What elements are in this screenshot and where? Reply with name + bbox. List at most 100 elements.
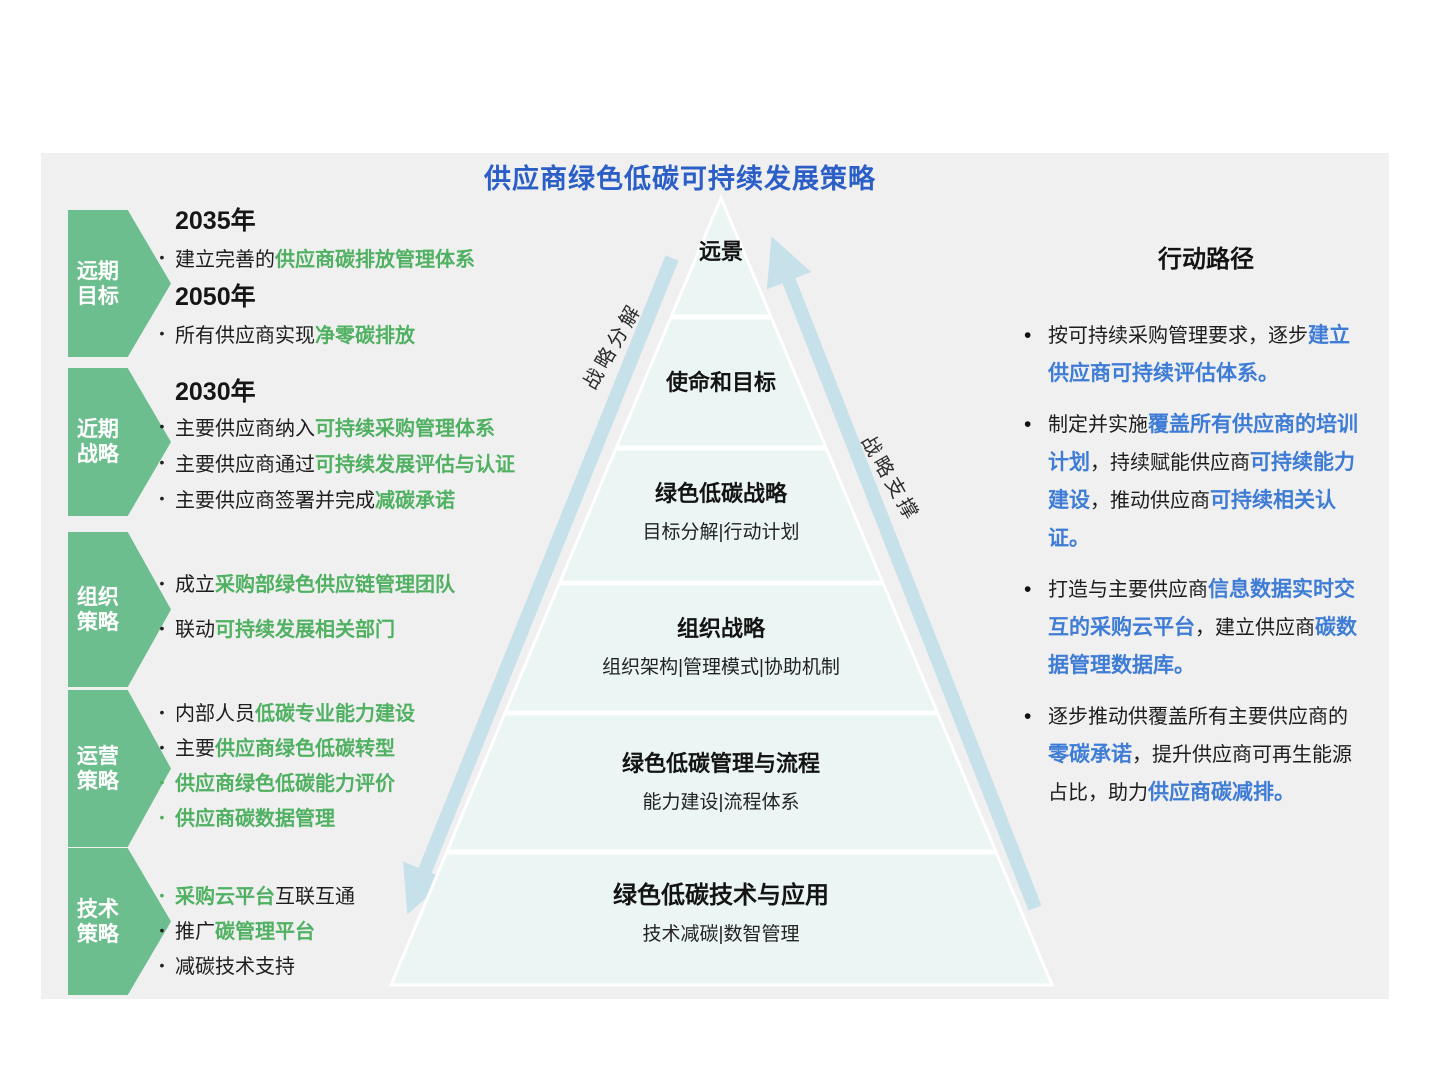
- text-segment: 碳管理平台: [215, 921, 315, 943]
- bullet-icon: •: [159, 886, 165, 903]
- text-segment: 供应商碳数据管理: [175, 808, 335, 830]
- stage-label-line: 组织: [76, 585, 119, 609]
- text-segment: 可持续能力建设: [1048, 451, 1355, 512]
- stage-label-line: 近期: [76, 418, 119, 441]
- stage-label: 近期 战略: [68, 417, 128, 467]
- text-segment: 按可持续采购管理要求，逐步: [1048, 325, 1308, 347]
- text-segment: 净零碳排放: [315, 324, 415, 347]
- pyramid-level-management: 绿色低碳管理与流程 能力建设|流程体系: [501, 749, 941, 816]
- text-segment: 推广: [175, 921, 215, 943]
- year-heading: 2050年: [175, 283, 256, 311]
- bullet-icon: •: [159, 249, 165, 265]
- text-segment: 逐步推动供覆盖所有主要供应商的: [1048, 706, 1348, 728]
- bullet-icon: •: [159, 619, 165, 636]
- text-segment: ，提升供应商可再生能源占比，助力: [1048, 744, 1352, 804]
- text-segment: 所有供应商实现: [175, 324, 315, 347]
- text-segment: 采购云平台: [175, 886, 275, 908]
- bullet-icon: •: [159, 454, 165, 470]
- pyramid-level-title: 绿色低碳管理与流程: [621, 751, 820, 776]
- text-segment: 采购部绿色供应链管理团队: [215, 574, 455, 596]
- strategy-decompose-arrow: [403, 255, 679, 915]
- pyramid-level-vision: 远景: [501, 237, 941, 267]
- stage-label-line: 策略: [76, 769, 119, 793]
- stage-items-technology: • 采购云平台互联互通 •推广碳管理平台 • 减碳技术支持: [149, 877, 579, 982]
- stage-label: 远期 目标: [68, 259, 128, 309]
- text-segment: 主要: [175, 738, 215, 760]
- list-item: • 主要供应商纳入可持续采购管理体系: [149, 408, 579, 444]
- pyramid-level-title: 远景: [698, 239, 743, 264]
- list-item: • 所有供应商实现净零碳排放: [149, 314, 579, 352]
- pyramid-level-title: 绿色低碳战略: [654, 481, 787, 506]
- text-segment: 可持续相关认证。: [1048, 489, 1336, 550]
- stage-label: 技术 策略: [68, 897, 128, 947]
- text-segment: 主要供应商签署并完成: [175, 489, 375, 512]
- text-segment: 供应商绿色低碳能力评价: [175, 773, 395, 795]
- text-segment: ，持续赋能供应商: [1090, 452, 1250, 474]
- text-segment: 主要供应商纳入: [175, 417, 315, 440]
- text-segment: 供应商绿色低碳转型: [215, 738, 395, 760]
- stage-items-near-term: 2030年•主要供应商纳入可持续采购管理体系•主要供应商通过可持续发展评估与认证…: [149, 372, 579, 516]
- bullet-icon: •: [159, 738, 165, 755]
- stage-items-organization: •成立采购部绿色供应链管理团队•联动可持续发展相关部门: [149, 560, 579, 650]
- pyramid-triangle: [388, 194, 1055, 987]
- text-segment: 覆盖所有供应商的培训计划: [1048, 413, 1358, 474]
- text-segment: 主要供应商通过: [175, 453, 315, 476]
- text-segment: 互联互通: [275, 886, 355, 908]
- pyramid-graphic: [388, 194, 1055, 987]
- list-item: •推广碳管理平台: [149, 912, 579, 947]
- text-segment: ，推动供应商: [1090, 490, 1210, 512]
- strategy-support-arrow: [766, 236, 1042, 911]
- text-segment: 零碳承诺: [1048, 743, 1132, 766]
- list-item: •内部人员低碳专业能力建设: [149, 694, 579, 729]
- list-item: • 供应商绿色低碳能力评价: [149, 764, 579, 799]
- text-segment: 可持续采购管理体系: [315, 417, 495, 440]
- pyramid-level-title: 组织战略: [676, 616, 765, 641]
- action-path-title: 行动路径: [1158, 246, 1254, 273]
- stage-label-line: 运营: [76, 744, 119, 768]
- text-segment: 成立: [175, 574, 215, 596]
- bullet-icon: •: [159, 325, 165, 341]
- text-segment: 打造与主要供应商: [1048, 579, 1208, 601]
- bullet-icon: •: [159, 418, 165, 434]
- bullet-icon: •: [159, 956, 165, 973]
- text-segment: 减碳技术支持: [175, 956, 295, 978]
- action-list-item: 按可持续采购管理要求，逐步建立供应商可持续评估体系。: [1022, 317, 1367, 393]
- pyramid-level-title: 绿色低碳技术与应用: [613, 882, 829, 909]
- pyramid-level-subtitle: 技术减碳|数智管理: [642, 924, 800, 945]
- list-item: • 采购云平台互联互通: [149, 877, 579, 912]
- action-path-list: 按可持续采购管理要求，逐步建立供应商可持续评估体系。制定并实施覆盖所有供应商的培…: [1022, 317, 1367, 825]
- bullet-icon: •: [159, 773, 165, 790]
- stage-label-line: 技术: [76, 897, 119, 921]
- text-segment: 建立供应商可持续评估体系。: [1048, 324, 1350, 385]
- list-item: • 主要供应商绿色低碳转型: [149, 729, 579, 764]
- pyramid-level-strategy: 绿色低碳战略 目标分解|行动计划: [501, 479, 941, 546]
- pyramid-level-subtitle: 目标分解|行动计划: [642, 522, 800, 543]
- text-segment: 内部人员: [175, 703, 255, 725]
- action-list-item: 打造与主要供应商信息数据实时交互的采购云平台，建立供应商碳数据管理数据库。: [1022, 571, 1367, 685]
- list-item: • 建立完善的供应商碳排放管理体系: [149, 238, 579, 276]
- text-segment: 供应商碳减排。: [1148, 781, 1295, 804]
- text-segment: ，建立供应商: [1195, 617, 1315, 639]
- action-list-item: 逐步推动供覆盖所有主要供应商的零碳承诺，提升供应商可再生能源占比，助力供应商碳减…: [1022, 698, 1367, 812]
- pyramid-level-title: 使命和目标: [665, 370, 776, 395]
- stage-label-line: 战略: [76, 443, 119, 466]
- stage-label-line: 目标: [76, 284, 119, 308]
- stage-label-line: 策略: [76, 922, 119, 946]
- bullet-icon: •: [159, 703, 165, 720]
- text-segment: 联动: [175, 619, 215, 641]
- text-segment: 碳数据管理数据库。: [1048, 616, 1357, 677]
- text-segment: 减碳承诺: [375, 489, 455, 512]
- bullet-icon: •: [159, 490, 165, 506]
- text-segment: 建立完善的: [175, 248, 275, 271]
- list-item: •供应商碳数据管理: [149, 799, 579, 834]
- text-segment: 供应商碳排放管理体系: [275, 248, 475, 271]
- action-list-item: 制定并实施覆盖所有供应商的培训计划，持续赋能供应商可持续能力建设，推动供应商可持…: [1022, 406, 1367, 558]
- list-item: • 减碳技术支持: [149, 947, 579, 982]
- stage-label-line: 策略: [76, 610, 119, 634]
- slide-background: 供应商绿色低碳可持续发展策略 远期 目标 近期 战略 组织 策略 运营 策略: [41, 153, 1389, 999]
- text-segment: 可持续发展评估与认证: [315, 453, 515, 476]
- list-item: • 主要供应商签署并完成减碳承诺: [149, 480, 579, 516]
- pyramid-level-subtitle: 能力建设|流程体系: [642, 792, 800, 813]
